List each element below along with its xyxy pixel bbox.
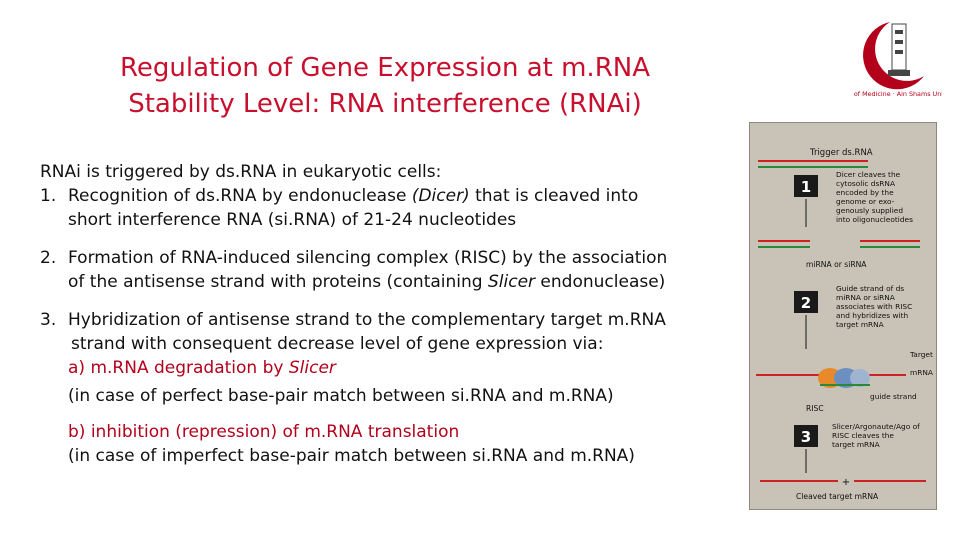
item-3-line-1: 3. Hybridization of antisense strand to t… (40, 308, 730, 332)
item-2-text: Formation of RNA-induced silencing compl… (68, 248, 668, 268)
item-3-a-text: a) m.RNA degradation by (68, 358, 289, 378)
step-1-text: Dicer cleaves the cytosolic dsRNA encode… (836, 170, 913, 224)
item-3-line-2: strand with consequent decrease level of… (71, 334, 604, 354)
slide-title: Regulation of Gene Expression at m.RNA S… (40, 50, 730, 122)
item-3-number: 3. (40, 310, 57, 330)
item-2-line-1: 2. Formation of RNA-induced silencing com… (40, 246, 730, 270)
item-1-line-1: 1.Recognition of ds.RNA by endonuclease … (40, 184, 730, 208)
mrna-label: mRNA (910, 368, 933, 377)
svg-text:Slicer/Argonaute/Ago of: Slicer/Argonaute/Ago of (832, 422, 920, 431)
item-1-dicer: (Dicer) (411, 186, 470, 206)
step-2-number: 2 (801, 294, 811, 312)
item-1-text-a: Recognition of ds.RNA by endonuclease (68, 186, 412, 206)
svg-text:cytosolic dsRNA: cytosolic dsRNA (836, 179, 895, 188)
item-3-a-label: a) m.RNA degradation by Slicer (40, 356, 730, 380)
step-1-badge (794, 175, 818, 197)
mirna-label: miRNA or siRNA (806, 260, 867, 269)
intro-text: RNAi is triggered by ds.RNA in eukaryoti… (40, 162, 442, 182)
plus-sign: + (842, 477, 850, 488)
svg-text:target mRNA: target mRNA (836, 320, 884, 329)
item-2-line-2: of the antisense strand with proteins (c… (40, 270, 730, 294)
svg-text:target mRNA: target mRNA (832, 440, 880, 449)
svg-text:miRNA or siRNA: miRNA or siRNA (836, 293, 895, 302)
title-line-2: Stability Level: RNA interference (RNAi) (128, 89, 642, 119)
svg-text:RISC cleaves the: RISC cleaves the (832, 431, 894, 440)
rnai-pathway-figure: Trigger ds.RNA 1 Dicer cleaves the cytos… (749, 122, 937, 510)
item-2-text-a: of the antisense strand with proteins (c… (68, 272, 488, 292)
guide-strand-label: guide strand (870, 392, 917, 401)
step-3-text: Slicer/Argonaute/Ago of RISC cleaves the… (832, 422, 920, 449)
svg-text:associates with RISC: associates with RISC (836, 302, 912, 311)
trigger-label: Trigger ds.RNA (809, 148, 873, 158)
item-1-number: 1. (40, 186, 57, 206)
crescent-icon (863, 22, 924, 90)
university-logo: Faculty of Medicine · Ain Shams Universi… (852, 22, 942, 98)
target-label: Target (909, 350, 933, 359)
svg-text:and hybridizes with: and hybridizes with (836, 311, 908, 320)
item-3-b-note: (in case of imperfect base-pair match be… (68, 446, 635, 466)
svg-text:Dicer cleaves the: Dicer cleaves the (836, 170, 901, 179)
item-1-text-b: that is cleaved into (469, 186, 639, 206)
svg-text:genome or exo-: genome or exo- (836, 197, 895, 206)
step-2-badge (794, 291, 818, 313)
risc-complex (818, 368, 870, 388)
svg-text:into oligonucleotides: into oligonucleotides (836, 215, 913, 224)
logo-text: Faculty of Medicine · Ain Shams Universi… (852, 90, 942, 98)
step-3-badge (794, 425, 818, 447)
item-3-text: Hybridization of antisense strand to the… (68, 310, 666, 330)
step-1-number: 1 (801, 178, 811, 196)
trigger-dsrna (758, 160, 868, 168)
svg-text:encoded by the: encoded by the (836, 188, 894, 197)
step-3-number: 3 (801, 428, 811, 446)
item-3-b-label: b) inhibition (repression) of m.RNA tran… (68, 422, 460, 442)
item-3-a-slicer: Slicer (288, 358, 336, 378)
slide-body: RNAi is triggered by ds.RNA in eukaryoti… (40, 160, 730, 468)
step-2-text: Guide strand of ds miRNA or siRNA associ… (836, 284, 912, 329)
sirna-fragments (758, 240, 920, 248)
svg-text:Guide strand of ds: Guide strand of ds (836, 284, 904, 293)
cleaved-label: Cleaved target mRNA (796, 492, 879, 501)
item-2-slicer: Slicer (487, 272, 536, 292)
risc-label: RISC (806, 404, 824, 413)
item-2-number: 2. (40, 248, 57, 268)
svg-text:genously supplied: genously supplied (836, 206, 903, 215)
item-2-text-b: endonuclease) (535, 272, 666, 292)
item-1-line-2: short interference RNA (si.RNA) of 21-24… (68, 210, 517, 230)
title-line-1: Regulation of Gene Expression at m.RNA (120, 53, 650, 83)
item-3-a-note: (in case of perfect base-pair match betw… (68, 386, 614, 406)
